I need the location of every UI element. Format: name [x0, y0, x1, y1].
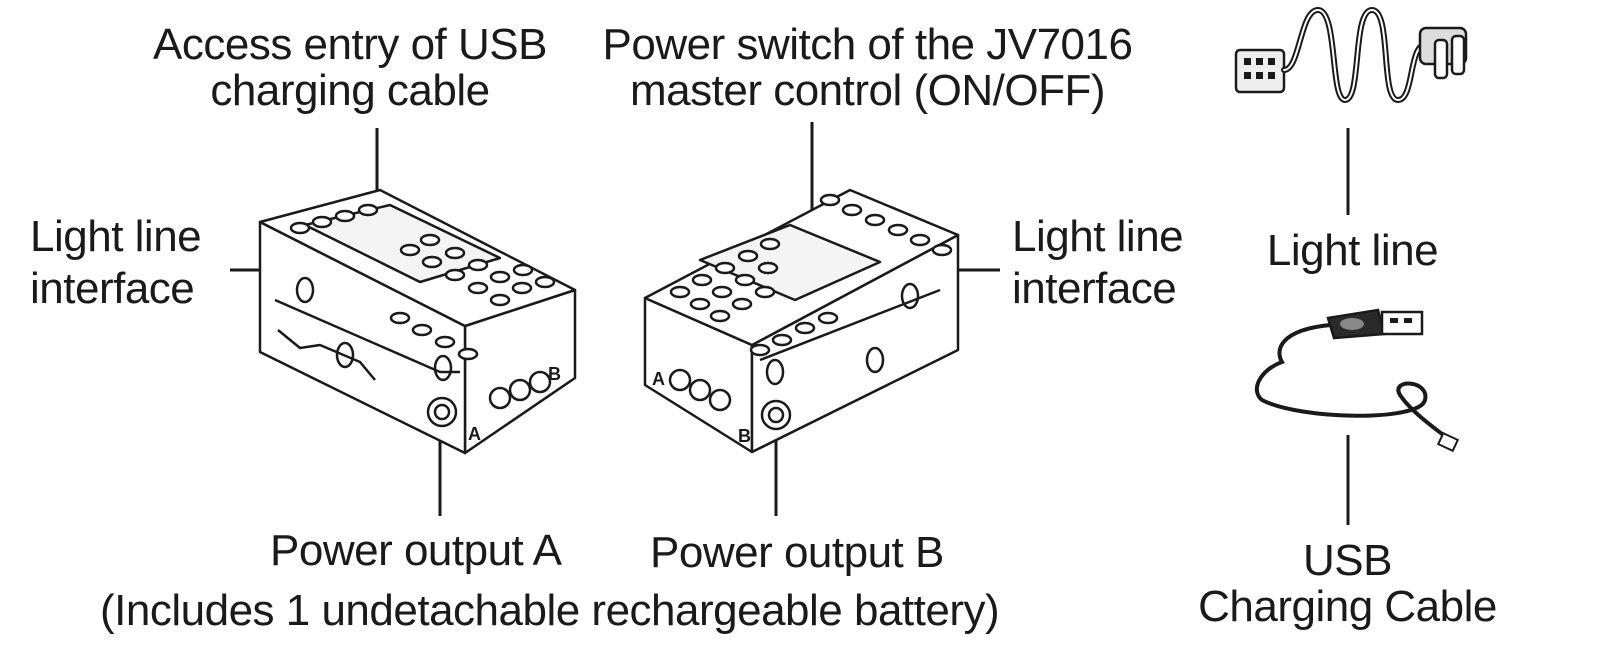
right-module-ports: [668, 282, 920, 431]
light-line-connector: [1234, 48, 1286, 94]
light-interface-right-label: Light line interface: [1012, 212, 1184, 313]
usb-plug-tip: [1380, 310, 1424, 336]
light-interface-right-line2: interface: [1012, 264, 1177, 313]
light-interface-left-label: Light line interface: [30, 212, 202, 313]
light-line-illustration: [1234, 6, 1468, 104]
usb-cable-illustration: [1254, 308, 1460, 453]
usb-cable-end-connector: [1436, 431, 1460, 453]
right-module-studs: [669, 193, 953, 357]
right-module-letter-a: A: [652, 369, 665, 389]
usb-cable-label-line1: USB: [1303, 536, 1392, 585]
usb-cable-label-line2: Charging Cable: [1198, 582, 1497, 631]
usb-cable-label: USB Charging Cable: [1180, 538, 1515, 630]
battery-note: (Includes 1 undetachable rechargeable ba…: [100, 586, 1000, 635]
left-module-studs: [289, 203, 556, 361]
power-switch-label-line2: master control (ON/OFF): [630, 66, 1106, 115]
left-module-letter-b: B: [548, 364, 561, 384]
light-interface-left-line1: Light line: [30, 212, 202, 261]
left-module-ports: [295, 276, 552, 428]
left-module-letter-a: A: [468, 424, 481, 444]
right-module-letter-b: B: [738, 426, 751, 446]
usb-access-label-line2: charging cable: [210, 66, 490, 115]
light-line-label: Light line: [1266, 226, 1439, 275]
usb-cable-wire: [1254, 323, 1452, 442]
light-interface-left-line2: interface: [30, 264, 195, 313]
left-module-letters: A B: [468, 364, 561, 444]
control-module-right: A B: [643, 188, 960, 454]
control-module-left: A B: [258, 188, 577, 455]
power-output-b-label: Power output B: [650, 528, 944, 577]
light-line-lamps: [1418, 26, 1468, 80]
usb-access-label: Access entry of USB charging cable: [140, 22, 560, 114]
power-switch-label: Power switch of the JV7016 master contro…: [580, 22, 1155, 114]
power-output-a-label: Power output A: [270, 526, 562, 575]
power-switch-label-line1: Power switch of the JV7016: [602, 20, 1133, 69]
light-interface-right-line1: Light line: [1012, 212, 1184, 261]
right-module-letters: A B: [652, 369, 751, 446]
usb-access-label-line1: Access entry of USB: [153, 20, 547, 69]
